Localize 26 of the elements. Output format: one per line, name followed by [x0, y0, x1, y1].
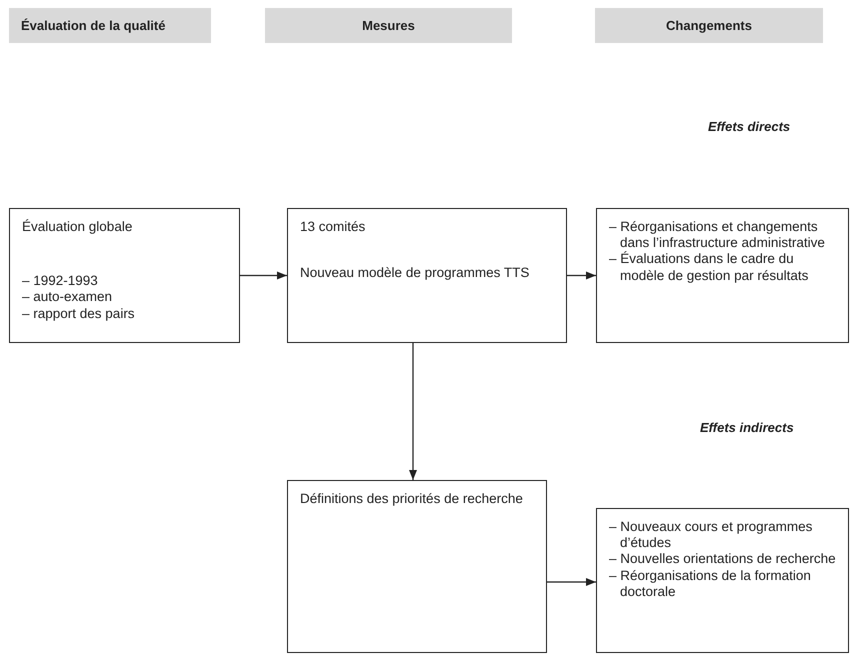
list-item: – Évaluations dans le cadre du modèle de gestion par résultats	[609, 251, 810, 284]
box-text: – 1992-1993	[22, 273, 99, 290]
process-box	[596, 508, 849, 653]
box-text: – auto-examen	[22, 289, 114, 306]
list-item: – Réorganisations de la formation doctorale	[609, 568, 812, 600]
effect-label: Effets indirects	[700, 420, 794, 435]
list-item: – Nouvelles orientations de recherche	[609, 551, 837, 568]
box-text: Nouveau modèle de programmes TTS	[300, 265, 530, 282]
box-text: Évaluation globale	[22, 219, 134, 236]
arrow	[240, 272, 287, 280]
arrow	[409, 343, 417, 480]
arrow	[547, 578, 596, 586]
box-text: Définitions des priorités de recherche	[300, 491, 524, 508]
process-box	[9, 208, 240, 343]
column-header: Mesures	[265, 8, 512, 43]
column-header: Évaluation de la qualité	[9, 8, 211, 43]
arrow	[567, 272, 596, 280]
process-box	[287, 208, 567, 343]
column-header: Changements	[595, 8, 823, 43]
process-box	[287, 480, 547, 653]
box-text: 13 comités	[300, 219, 366, 236]
list-item: – Nouveaux cours et programmes d’études	[609, 519, 814, 552]
list-item: – Réorganisations et changements dans l’infrastructure administrative	[609, 219, 826, 251]
process-box	[596, 208, 849, 343]
effect-label: Effets directs	[708, 119, 790, 134]
box-text: – rapport des pairs	[22, 306, 136, 322]
